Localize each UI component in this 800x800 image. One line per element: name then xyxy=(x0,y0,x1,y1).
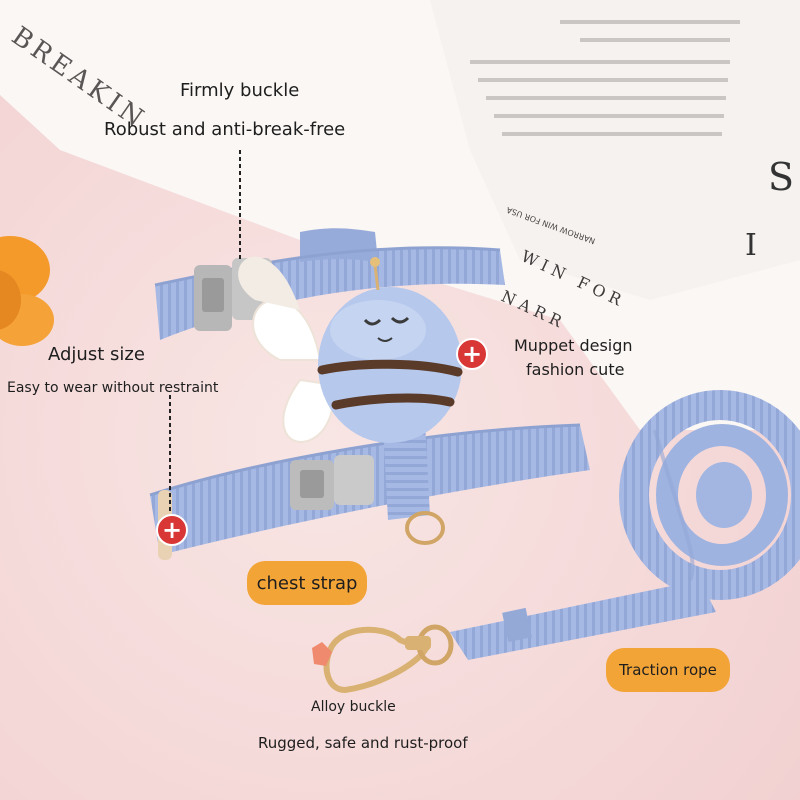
buckle-feature-title: Firmly buckle xyxy=(180,80,300,101)
adjust-feature-title: Adjust size xyxy=(48,344,145,365)
alloy-clip xyxy=(312,624,454,694)
plus-hotspot-icon: + xyxy=(456,338,488,370)
magazine-letter-i: I xyxy=(745,228,757,263)
guide-lines xyxy=(169,150,241,512)
magazine-letter-s: S xyxy=(768,155,794,199)
traction-rope-label: Traction rope xyxy=(606,648,730,692)
buckle-feature-desc: Robust and anti-break-free xyxy=(104,119,346,140)
bee-plush xyxy=(238,256,463,443)
muppet-feature-line2: fashion cute xyxy=(526,360,625,379)
plus-hotspot-icon: + xyxy=(156,514,188,546)
alloy-feature-desc: Rugged, safe and rust-proof xyxy=(258,734,468,752)
orange-flower xyxy=(0,236,54,346)
magazine-page xyxy=(0,0,800,430)
leash-strand xyxy=(450,580,716,660)
muppet-feature-line1: Muppet design xyxy=(514,336,633,355)
leash-coil xyxy=(619,390,800,600)
chest-strap-label: chest strap xyxy=(247,561,367,605)
alloy-feature-title: Alloy buckle xyxy=(311,699,396,715)
adjust-feature-desc: Easy to wear without restraint xyxy=(7,380,219,396)
